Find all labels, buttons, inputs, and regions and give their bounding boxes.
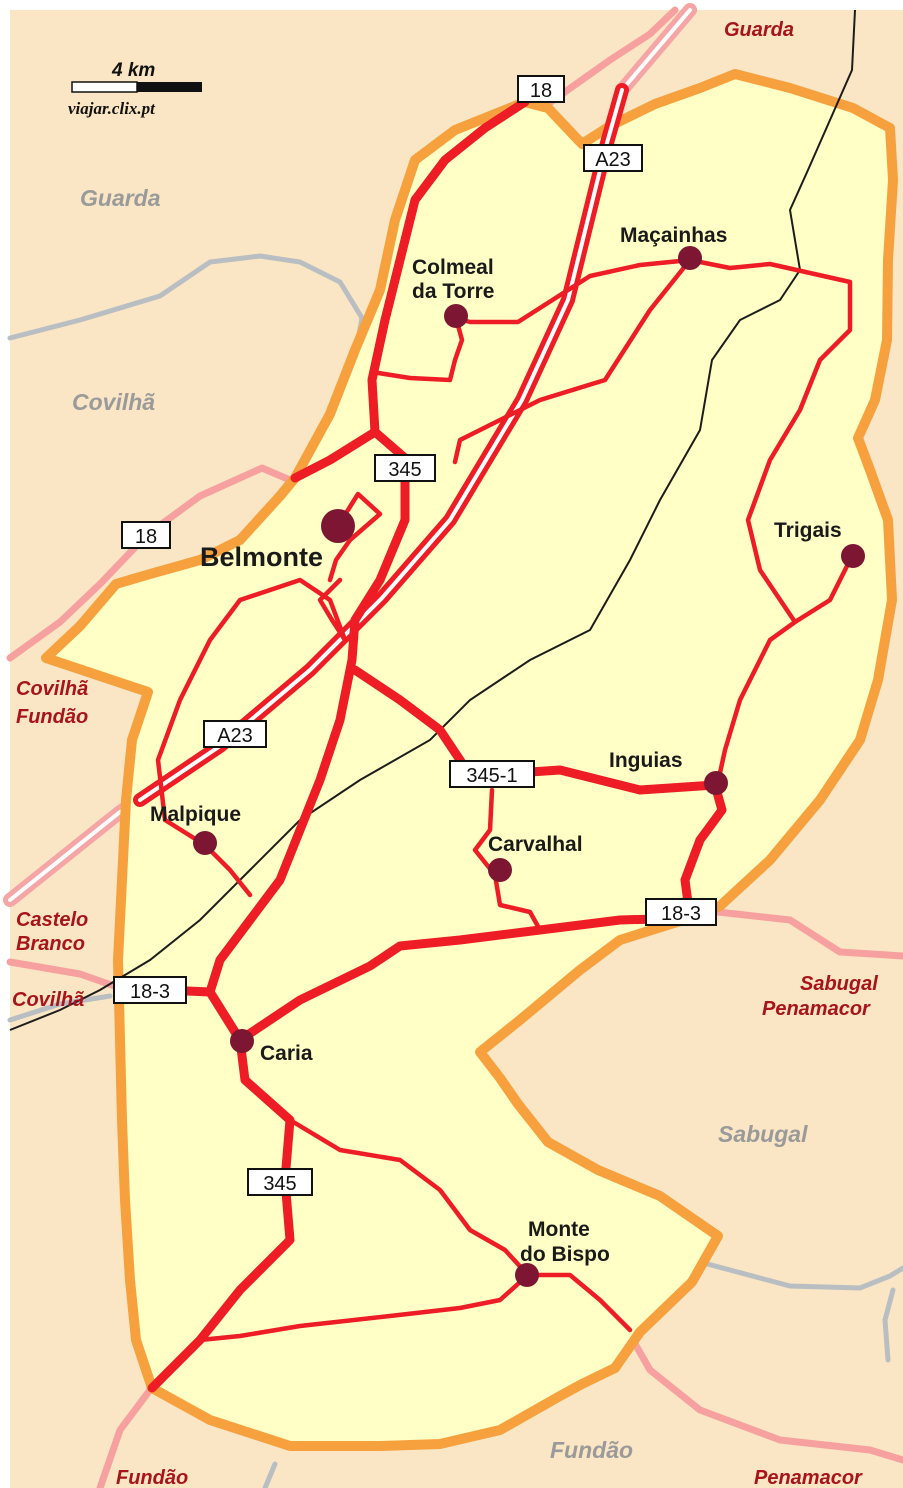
shield-n18-3-east[interactable]: 18-3 bbox=[645, 898, 717, 926]
town-dot-trigais[interactable] bbox=[841, 544, 865, 568]
town-labels: Colmeal da Torre Maçainhas Trigais Ingui… bbox=[150, 224, 842, 1266]
label-town-monte-bispo-1: Monte bbox=[528, 1218, 590, 1241]
label-town-monte-bispo-2: do Bispo bbox=[520, 1243, 610, 1266]
river-line bbox=[9, 9, 856, 1031]
svg-text:18: 18 bbox=[135, 526, 157, 548]
main-roads bbox=[115, 97, 727, 1393]
label-capital-belmonte[interactable]: Belmonte bbox=[200, 542, 323, 572]
label-town-colmeal-2: da Torre bbox=[412, 280, 494, 303]
svg-text:18-3: 18-3 bbox=[130, 981, 170, 1003]
svg-text:345-1: 345-1 bbox=[466, 765, 517, 787]
town-dot-macainhas[interactable] bbox=[678, 246, 702, 270]
label-muni-covilha: Covilhã bbox=[72, 389, 155, 415]
shield-n18-3-west[interactable]: 18-3 bbox=[113, 976, 187, 1004]
label-town-inguias: Inguias bbox=[609, 749, 683, 772]
town-dot-inguias[interactable] bbox=[704, 771, 728, 795]
shield-n345-1[interactable]: 345-1 bbox=[449, 760, 535, 788]
svg-text:18: 18 bbox=[530, 80, 552, 102]
shield-n18-top[interactable]: 18 bbox=[517, 75, 565, 103]
svg-text:A23: A23 bbox=[217, 725, 253, 747]
label-town-trigais: Trigais bbox=[774, 519, 842, 542]
map-frame-left bbox=[0, 0, 10, 1488]
road-shields: 18 A23 345 18 A23 345-1 18-3 18-3 bbox=[113, 75, 717, 1196]
town-dot-monte-bispo[interactable] bbox=[515, 1263, 539, 1287]
town-dot-colmeal[interactable] bbox=[444, 304, 468, 328]
scale-label: 4 km bbox=[111, 60, 155, 81]
shield-a23-mid[interactable]: A23 bbox=[203, 720, 267, 748]
scale-bar-black bbox=[137, 82, 202, 92]
label-dir-castelo-branco-2: Branco bbox=[16, 933, 85, 955]
shield-a23-top[interactable]: A23 bbox=[583, 144, 643, 172]
label-dir-penamacor: Penamacor bbox=[754, 1467, 863, 1488]
label-dir-covilha-fundao-1: Covilhã bbox=[16, 678, 88, 700]
label-dir-covilha: Covilhã bbox=[12, 989, 84, 1011]
town-dot-caria[interactable] bbox=[230, 1029, 254, 1053]
label-town-colmeal-1: Colmeal bbox=[412, 256, 494, 279]
label-dir-sabugal-penamacor-2: Penamacor bbox=[762, 998, 871, 1020]
svg-text:345: 345 bbox=[388, 459, 421, 481]
label-dir-fundao: Fundão bbox=[116, 1467, 188, 1488]
label-dir-covilha-fundao-2: Fundão bbox=[16, 706, 88, 728]
shield-n18-west[interactable]: 18 bbox=[121, 521, 171, 549]
map-credit: viajar.clix.pt bbox=[68, 99, 156, 118]
shield-n345-south[interactable]: 345 bbox=[247, 1168, 313, 1196]
label-muni-fundao: Fundão bbox=[550, 1437, 633, 1463]
label-town-caria: Caria bbox=[260, 1042, 313, 1065]
label-dir-castelo-branco-1: Castelo bbox=[16, 909, 88, 931]
label-town-malpique: Malpique bbox=[150, 803, 241, 826]
town-dot-malpique[interactable] bbox=[193, 831, 217, 855]
district-boundaries bbox=[7, 253, 903, 1488]
scale-bar-white bbox=[71, 81, 138, 93]
label-dir-guarda: Guarda bbox=[724, 19, 794, 41]
label-town-macainhas: Maçainhas bbox=[620, 224, 727, 247]
secondary-roads bbox=[155, 257, 853, 1343]
label-town-carvalhal: Carvalhal bbox=[488, 833, 583, 856]
town-markers bbox=[193, 246, 865, 1287]
external-roads bbox=[6, 6, 903, 1488]
scale-bar: 4 km viajar.clix.pt bbox=[68, 60, 202, 118]
town-dot-carvalhal[interactable] bbox=[488, 858, 512, 882]
svg-text:18-3: 18-3 bbox=[661, 903, 701, 925]
direction-labels: Guarda Covilhã Fundão Castelo Branco Cov… bbox=[12, 19, 878, 1488]
municipality-labels: Guarda Covilhã Sabugal Fundão bbox=[72, 185, 808, 1463]
svg-text:345: 345 bbox=[263, 1173, 296, 1195]
belmonte-marker[interactable] bbox=[321, 509, 355, 543]
label-muni-guarda: Guarda bbox=[80, 185, 161, 211]
label-dir-sabugal-penamacor-1: Sabugal bbox=[800, 973, 878, 995]
label-muni-sabugal: Sabugal bbox=[718, 1121, 808, 1147]
map-frame-top bbox=[0, 0, 903, 10]
svg-text:A23: A23 bbox=[595, 149, 631, 171]
shield-n345-north[interactable]: 345 bbox=[374, 454, 436, 482]
